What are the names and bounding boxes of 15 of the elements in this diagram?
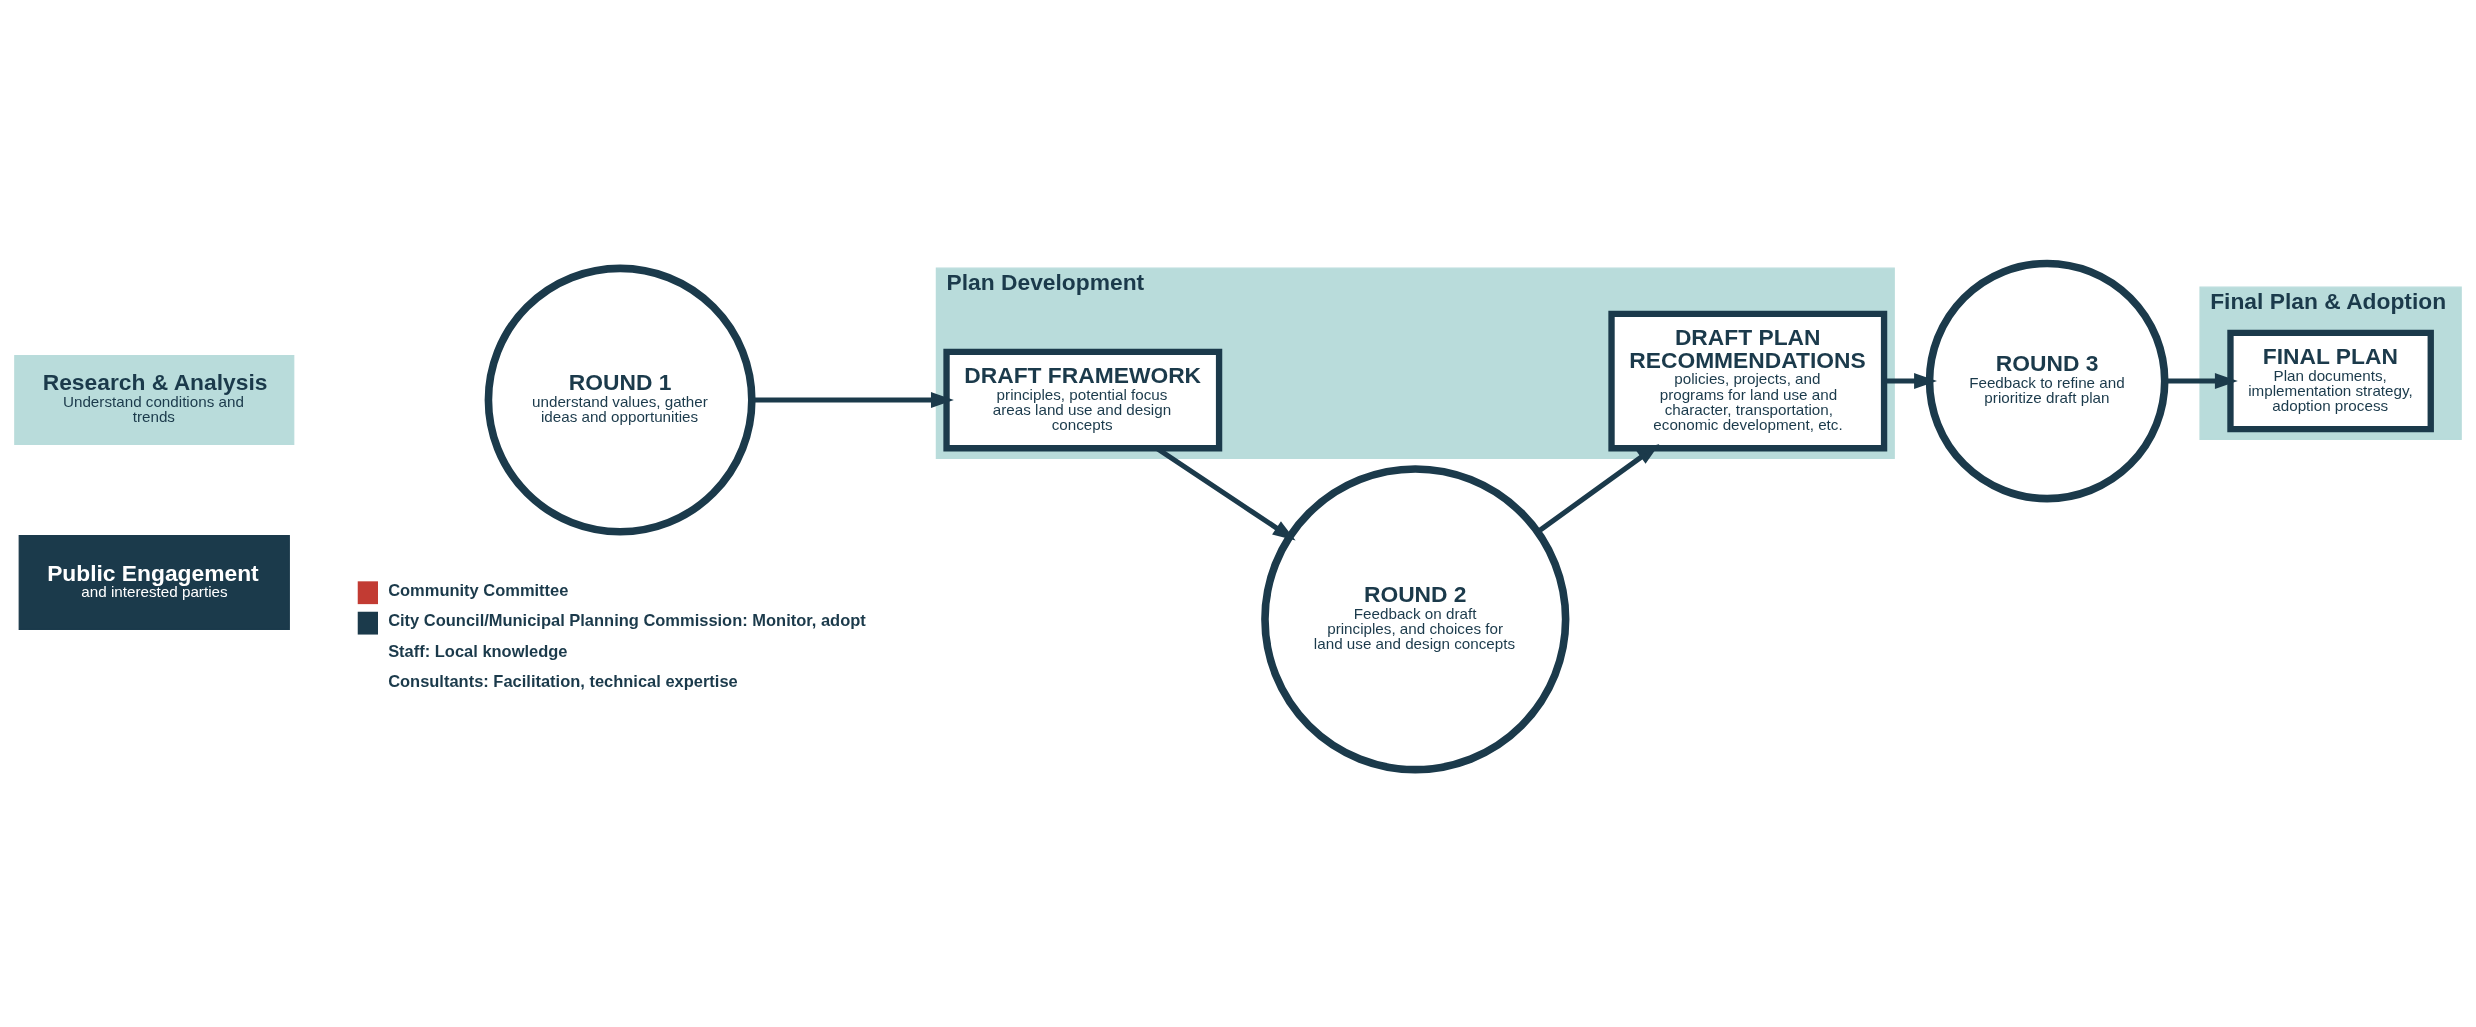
arrow	[1884, 372, 1937, 389]
arrow	[752, 391, 954, 408]
node-box: DRAFT FRAMEWORK principles, potential focus areas land use and design concepts	[943, 348, 1223, 451]
node-box: DRAFT PLAN RECOMMENDATIONS policies, projects, and programs for land use and character, transportation, economic development, etc.	[1608, 310, 1888, 451]
legend-label: Community Committee	[388, 580, 569, 599]
node-circle: ROUND 3 Feedback to refine and prioritize draft plan	[1925, 259, 2169, 502]
node-circle: ROUND 2 Feedback on draft principles, and choices for land use and design concepts	[1261, 464, 1570, 773]
node-box: Research & Analysis Understand conditions and trends	[14, 354, 295, 445]
label: Staff: Local knowledge	[388, 641, 568, 660]
label: Consultants: Facilitation, technical expertise	[388, 671, 738, 690]
node-circle: ROUND 1 understand values, gather ideas and opportunities	[484, 264, 756, 536]
node-box: Public Engagement and interested parties	[18, 534, 290, 630]
node-box: FINAL PLAN Plan documents, implementation strategy, adoption process	[2227, 329, 2434, 432]
arrow	[1536, 443, 1660, 534]
legend-label: City Council/Municipal Planning Commission: Monitor, adopt	[388, 610, 866, 629]
